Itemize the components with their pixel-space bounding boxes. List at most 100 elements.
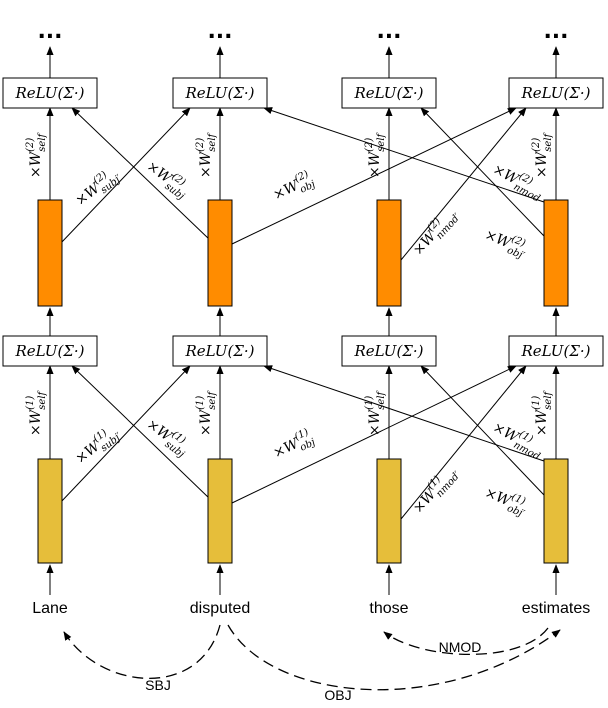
layer2-label-self-3-sub: self bbox=[543, 131, 554, 151]
dep-label-obj: OBJ bbox=[324, 687, 351, 703]
ellipsis-0: ... bbox=[37, 19, 62, 44]
words: Lane disputed those estimates bbox=[32, 600, 590, 617]
layer2-relu-label-1: ReLU(Σ·) bbox=[184, 84, 254, 102]
layer2-label-self-2: ×W(2)self bbox=[364, 131, 387, 178]
relu-boxes: ReLU(Σ·) ReLU(Σ·) ReLU(Σ·) ReLU(Σ·) ReLU(Σ·)… bbox=[2, 77, 604, 367]
layer2-label-self-3-sup: (2) bbox=[531, 138, 542, 152]
layer1-label-self-0-base: ×W bbox=[28, 408, 44, 436]
layer2-relu-box-lane bbox=[2, 77, 98, 109]
layer1-label-obj-prime-sup: (1) bbox=[510, 492, 527, 508]
layer2-relu-box-estimates bbox=[508, 77, 604, 109]
layer2-label-self-3: ×W(2)self bbox=[531, 131, 554, 178]
layer1-label-self-1-sup: (1) bbox=[195, 396, 206, 410]
layer2-label-self-2-base: ×W bbox=[367, 150, 383, 178]
layer1-label-subj: ×W(1)subj bbox=[141, 414, 193, 460]
layer2-label-self-1: ×W(2)self bbox=[195, 131, 218, 178]
layer1-label-self-0: ×W(1)self bbox=[25, 389, 48, 436]
layer2-edge-nmod-prime bbox=[400, 107, 527, 261]
layer2-label-self-0: ×W(2)self bbox=[25, 131, 48, 178]
word-disputed: disputed bbox=[190, 600, 251, 617]
dep-label-sbj: SBJ bbox=[145, 677, 171, 693]
layer2-label-nmod-prime: ×W(2)nmod′ bbox=[408, 203, 464, 261]
layer1-label-self-0-sub: self bbox=[37, 389, 48, 409]
layer1-label-self-1: ×W(1)self bbox=[195, 389, 218, 436]
edges bbox=[46, 46, 560, 595]
ellipsis-2: ... bbox=[376, 19, 401, 44]
layer2-edge-obj bbox=[231, 107, 517, 245]
feature-bars bbox=[37, 199, 569, 564]
layer1-label-nmod-prime: ×W(1)nmod′ bbox=[408, 461, 464, 519]
layer1-label-self-0-sup: (1) bbox=[25, 396, 36, 410]
layer2-label-self-1-sub: self bbox=[207, 131, 218, 151]
layer1-edge-nmod-prime bbox=[400, 365, 527, 520]
layer1-label-self-1-sub: self bbox=[207, 389, 218, 409]
layer1-relu-box-disputed bbox=[172, 335, 268, 367]
layer1-relu-box-estimates bbox=[508, 335, 604, 367]
layer1-relu-label-1: ReLU(Σ·) bbox=[184, 342, 254, 360]
layer2-label-obj: ×W(2)obj bbox=[269, 168, 317, 207]
layer1-label-self-3: ×W(1)self bbox=[531, 389, 554, 436]
layer1-relu-label-0: ReLU(Σ·) bbox=[14, 342, 84, 360]
layer1-feature-bar-disputed bbox=[207, 458, 233, 564]
layer1-label-self-3-sub: self bbox=[543, 389, 554, 409]
layer2-edge-subj bbox=[71, 107, 211, 241]
layer2-label-obj-prime-sup: (2) bbox=[510, 234, 527, 250]
layer1-label-obj-prime: ×W(1)obj′ bbox=[481, 482, 531, 520]
layer2-label-self-3-base: ×W bbox=[534, 150, 550, 178]
layer1-edge-subj bbox=[71, 365, 211, 500]
layer1-label-self-1-base: ×W bbox=[198, 408, 214, 436]
layer2-label-obj-prime: ×W(2)obj′ bbox=[481, 224, 531, 262]
layer2-label-self-2-sup: (2) bbox=[364, 138, 375, 152]
ellipsis-1: ... bbox=[207, 19, 232, 44]
layer1-feature-bar-estimates bbox=[543, 458, 569, 564]
layer2-label-self-0-base: ×W bbox=[28, 150, 44, 178]
layer2-label-self-1-base: ×W bbox=[198, 150, 214, 178]
layer1-relu-label-3: ReLU(Σ·) bbox=[520, 342, 590, 360]
dep-label-nmod: NMOD bbox=[439, 639, 482, 655]
layer2-feature-bar-disputed bbox=[207, 199, 233, 307]
layer1-relu-label-2: ReLU(Σ·) bbox=[353, 342, 423, 360]
layer2-relu-box-disputed bbox=[172, 77, 268, 109]
ellipsis-3: ... bbox=[543, 19, 568, 44]
word-lane: Lane bbox=[32, 600, 68, 617]
layer2-edge-subj-prime bbox=[59, 107, 191, 245]
layer2-edge-obj-prime bbox=[420, 107, 545, 237]
layer1-label-nmod: ×W(1)nmod bbox=[488, 417, 547, 463]
layer1-label-self-2-sub: self bbox=[376, 389, 387, 409]
layer2-feature-bar-lane bbox=[37, 199, 63, 307]
layer2-feature-bar-estimates bbox=[543, 199, 569, 307]
layer2-feature-bar-those bbox=[376, 199, 402, 307]
layer2-label-self-0-sup: (2) bbox=[25, 138, 36, 152]
layer2-edge-nmod bbox=[263, 107, 545, 203]
layer1-label-self-3-base: ×W bbox=[534, 408, 550, 436]
dep-arc-sbj bbox=[63, 624, 221, 680]
layer1-edge-nmod bbox=[263, 365, 545, 462]
weight-labels: ............×W(1)self×W(1)self×W(1)self×… bbox=[25, 19, 569, 520]
dependency-arcs: SBJ OBJ NMOD bbox=[63, 624, 561, 703]
layer1-feature-bar-those bbox=[376, 458, 402, 564]
layer2-relu-label-3: ReLU(Σ·) bbox=[520, 84, 590, 102]
layer1-edge-obj-prime bbox=[420, 365, 545, 496]
layer2-label-self-2-sub: self bbox=[376, 131, 387, 151]
layer1-label-self-2-sup: (1) bbox=[364, 396, 375, 410]
layer1-edge-obj bbox=[231, 365, 517, 504]
layer2-label-self-1-sup: (2) bbox=[195, 138, 206, 152]
layer1-relu-box-lane bbox=[2, 335, 98, 367]
layer2-relu-box-those bbox=[341, 77, 437, 109]
dep-arc-nmod bbox=[383, 627, 549, 656]
layer1-label-self-2: ×W(1)self bbox=[364, 389, 387, 436]
layer1-feature-bar-lane bbox=[37, 458, 63, 564]
layer1-relu-box-those bbox=[341, 335, 437, 367]
layer2-label-self-0-sub: self bbox=[37, 131, 48, 151]
word-estimates: estimates bbox=[522, 600, 590, 617]
layer2-relu-label-2: ReLU(Σ·) bbox=[353, 84, 423, 102]
layer1-edge-subj-prime bbox=[59, 365, 191, 504]
layer1-label-self-2-base: ×W bbox=[367, 408, 383, 436]
word-those: those bbox=[369, 600, 408, 617]
layer2-label-subj: ×W(2)subj bbox=[141, 156, 193, 202]
layer2-relu-label-0: ReLU(Σ·) bbox=[14, 84, 84, 102]
dep-arc-obj bbox=[227, 624, 561, 691]
layer1-label-self-3-sup: (1) bbox=[531, 396, 542, 410]
layer1-label-obj: ×W(1)obj bbox=[269, 426, 317, 465]
